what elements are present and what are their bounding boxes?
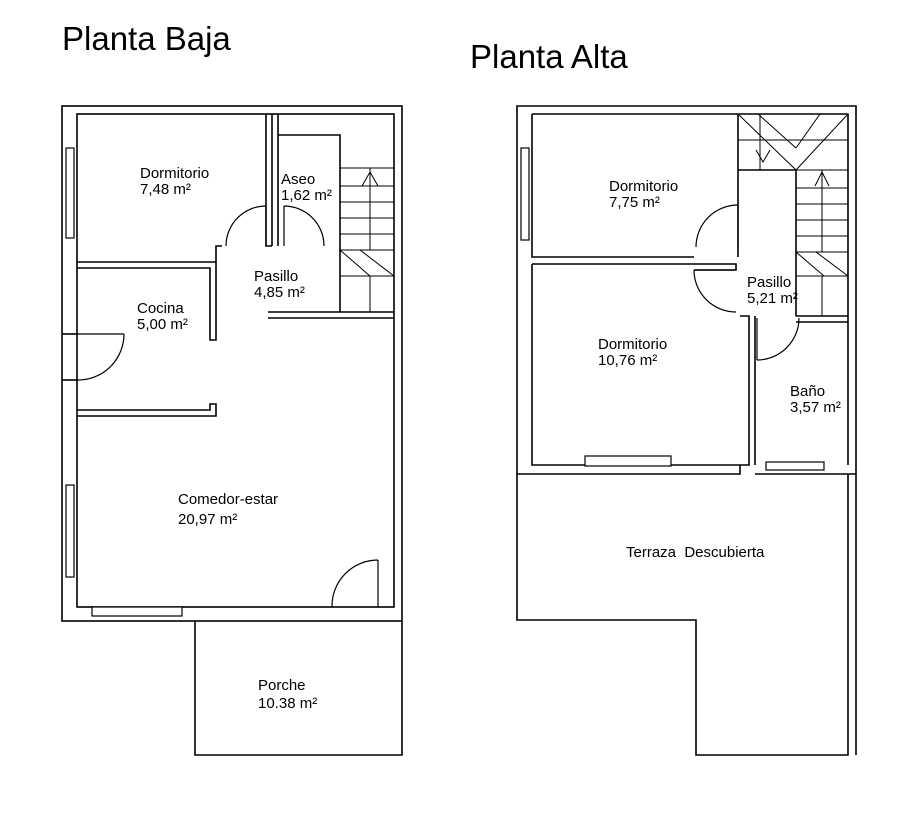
ground-outer-walls	[61, 105, 403, 622]
room-cocina-area: 5,00 m²	[137, 316, 188, 333]
room-terraza-name: Terraza Descubierta	[626, 544, 765, 561]
room-porche-name: Porche	[258, 677, 306, 694]
upper-staircase	[737, 113, 849, 317]
ground-doors	[76, 205, 379, 608]
door-swing	[695, 204, 739, 248]
room-aseo-area: 1,62 m²	[281, 187, 332, 204]
terraza-outline	[516, 474, 849, 756]
door-swing	[756, 317, 800, 361]
room-dormitorio2-name: Dormitorio	[598, 336, 667, 353]
room-dormitorio1-name: Dormitorio	[609, 178, 678, 195]
ground-floor-plan: Planta Baja	[61, 20, 403, 756]
room-dormitorio-area: 7,48 m²	[140, 181, 191, 198]
window	[765, 461, 825, 471]
room-dormitorio-name: Dormitorio	[140, 165, 209, 182]
room-pasillo-area: 4,85 m²	[254, 284, 305, 301]
room-bano-name: Baño	[790, 383, 825, 400]
room-dormitorio2-area: 10,76 m²	[598, 352, 657, 369]
room-pasillo-name: Pasillo	[254, 268, 298, 285]
upper-floor-plan: Planta Alta	[470, 38, 857, 756]
room-porche-area: 10.38 m²	[258, 695, 317, 712]
room-aseo-name: Aseo	[281, 171, 315, 188]
room-comedor-name: Comedor-estar	[178, 491, 278, 508]
room-cocina-name: Cocina	[137, 300, 184, 317]
room-pasillo-upper-name: Pasillo	[747, 274, 791, 291]
room-pasillo-upper-area: 5,21 m²	[747, 290, 798, 307]
upper-windows	[520, 147, 825, 471]
ground-interior-walls	[62, 114, 394, 417]
window	[65, 484, 75, 578]
window	[91, 606, 183, 617]
room-dormitorio1-area: 7,75 m²	[609, 194, 660, 211]
ground-floor-title: Planta Baja	[62, 20, 231, 57]
window	[584, 455, 672, 467]
door-swing	[331, 559, 379, 608]
door-swing	[283, 205, 325, 247]
upper-doors	[693, 204, 800, 361]
door-swing	[693, 269, 737, 313]
room-bano-area: 3,57 m²	[790, 399, 841, 416]
upper-floor-title: Planta Alta	[470, 38, 628, 75]
window	[65, 147, 75, 239]
upper-outer-walls	[516, 105, 857, 474]
room-comedor-area: 20,97 m²	[178, 511, 237, 528]
porche-outline	[194, 621, 403, 756]
upper-interior-walls	[517, 114, 856, 475]
ground-windows	[65, 147, 183, 617]
ground-staircase	[339, 167, 395, 313]
door-swing	[76, 333, 125, 381]
door-swing	[225, 205, 267, 247]
window	[520, 147, 530, 241]
